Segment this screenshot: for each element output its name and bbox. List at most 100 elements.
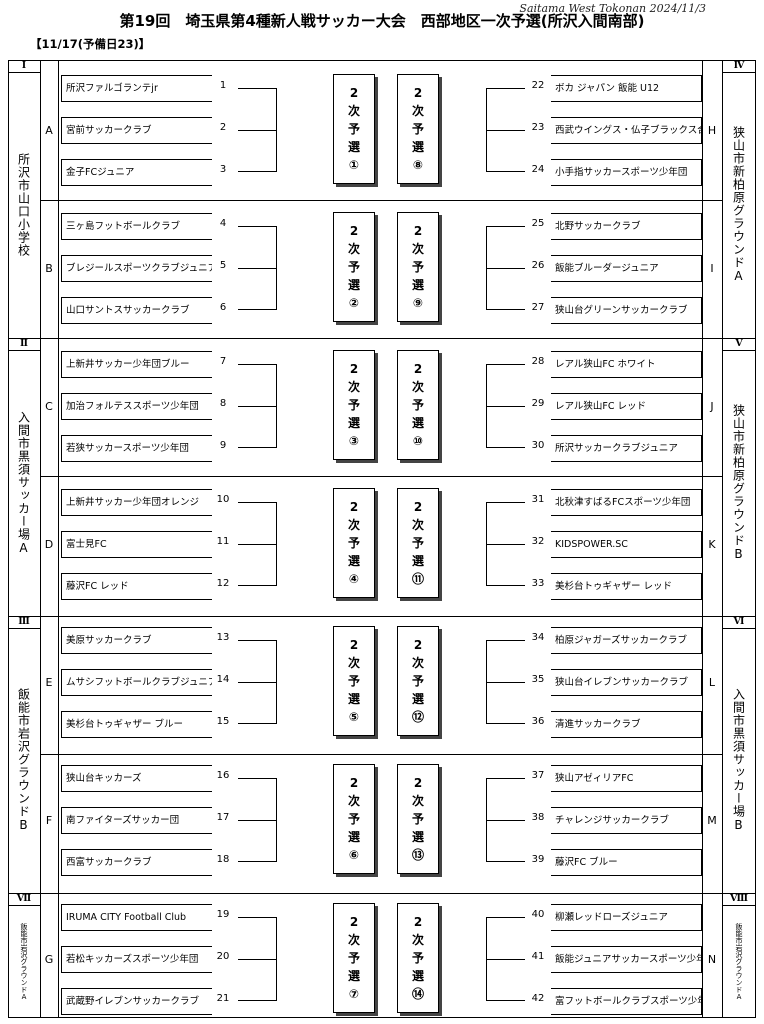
roman-underline <box>8 905 40 906</box>
bracket-stub-right <box>486 406 525 407</box>
team-name: 小手指サッカースポーツ少年団 <box>551 159 702 186</box>
team-name: IRUMA CITY Football Club <box>61 904 212 931</box>
bracket-stub-left <box>238 544 277 545</box>
block-divider-center <box>58 476 702 477</box>
roman-underline <box>722 350 756 351</box>
bracket-stub-right <box>486 130 525 131</box>
qualifier-char: 予 <box>347 536 360 550</box>
qualifier-char: 予 <box>411 951 424 965</box>
team-number: 3 <box>219 164 227 175</box>
qualifier-char: ⑬ <box>411 848 424 862</box>
roman-underline <box>722 72 756 73</box>
qualifier-char: 次 <box>411 933 424 947</box>
team-name: 狭山台イレブンサッカークラブ <box>551 669 702 696</box>
team-name: 美杉台トゥギャザー レッド <box>551 573 702 600</box>
team-number: 42 <box>531 993 545 1004</box>
qualifier-char: 2 <box>349 224 359 238</box>
venue-name: 飯能市岩沢グラウンドB <box>16 688 31 833</box>
venue-number: Ⅱ <box>19 338 28 349</box>
roman-underline <box>8 628 40 629</box>
group-label: B <box>45 262 53 275</box>
qualifier-char: 次 <box>347 933 360 947</box>
group-label: C <box>45 400 53 413</box>
team-name: 柏原ジャガーズサッカークラブ <box>551 627 702 654</box>
qualifier-char: 予 <box>411 260 424 274</box>
team-name: レアル狭山FC ホワイト <box>551 351 702 378</box>
team-name: 富士見FC <box>61 531 212 558</box>
bracket-stub-left <box>238 406 277 407</box>
team-number: 14 <box>216 674 230 685</box>
qualifier-char: 次 <box>411 242 424 256</box>
group-label: F <box>45 814 53 827</box>
venue-number: Ⅶ <box>16 893 32 904</box>
bracket-stub-right <box>486 268 525 269</box>
team-number: 39 <box>531 854 545 865</box>
bracket-stub-right <box>486 544 525 545</box>
qualifier-char: 次 <box>411 104 424 118</box>
qualifier-char: 2 <box>349 86 359 100</box>
qualifier-char: 選 <box>411 140 424 154</box>
qualifier-char: 次 <box>347 380 360 394</box>
qualifier-char: 2 <box>413 915 423 929</box>
qualifier-char: 2 <box>413 224 423 238</box>
team-name: 美杉台トゥギャザー ブルー <box>61 711 212 738</box>
team-number: 41 <box>531 951 545 962</box>
qualifier-char: 選 <box>411 416 424 430</box>
team-number: 5 <box>219 260 227 271</box>
qualifier-char: 選 <box>347 692 360 706</box>
bracket-stub-right <box>486 959 525 960</box>
venue-name: 狭山市新柏原グラウンドB <box>731 404 746 562</box>
qualifier-char: 2 <box>349 638 359 652</box>
qualifier-char: 選 <box>347 969 360 983</box>
venue-name: 飯能市岩沢グラウンドA <box>20 922 28 1001</box>
section-divider <box>8 616 756 617</box>
qualifier-char: 2 <box>349 500 359 514</box>
qualifier-char: 予 <box>347 812 360 826</box>
team-name: 宮前サッカークラブ <box>61 117 212 144</box>
qualifier-char: 予 <box>411 398 424 412</box>
qualifier-char: ⑧ <box>412 158 424 172</box>
team-name: 若松キッカーズスポーツ少年団 <box>61 946 212 973</box>
column-line <box>702 60 703 1018</box>
team-number: 2 <box>219 122 227 133</box>
venue-number: Ⅷ <box>729 893 749 904</box>
team-name: 藤沢FC ブルー <box>551 849 702 876</box>
qualifier-char: 2 <box>413 362 423 376</box>
qualifier-char: 次 <box>411 794 424 808</box>
qualifier-char: 予 <box>411 536 424 550</box>
team-name: 柳瀬レッドローズジュニア <box>551 904 702 931</box>
section-divider <box>8 338 756 339</box>
team-name: 清進サッカークラブ <box>551 711 702 738</box>
qualifier-char: 予 <box>411 812 424 826</box>
qualifier-char: 予 <box>411 674 424 688</box>
qualifier-char: 選 <box>347 554 360 568</box>
qualifier-char: 予 <box>411 122 424 136</box>
venue-number: Ⅲ <box>18 616 30 627</box>
group-label: G <box>44 953 54 966</box>
qualifier-char: 選 <box>411 278 424 292</box>
team-number: 27 <box>531 302 545 313</box>
team-number: 4 <box>219 218 227 229</box>
block-divider-left <box>40 476 58 477</box>
venue-number: Ⅴ <box>735 338 743 349</box>
qualifier-char: 2 <box>349 776 359 790</box>
team-name: 飯能ジュニアサッカースポーツ少年団 <box>551 946 702 973</box>
group-label: D <box>44 538 54 551</box>
team-number: 15 <box>216 716 230 727</box>
qualifier-char: 2 <box>349 915 359 929</box>
qualifier-char: ① <box>348 158 360 172</box>
team-number: 25 <box>531 218 545 229</box>
team-number: 21 <box>216 993 230 1004</box>
qualifier-char: ⑦ <box>348 987 360 1001</box>
group-label: E <box>45 676 53 689</box>
qualifier-char: 予 <box>347 122 360 136</box>
section-divider <box>8 893 756 894</box>
roman-underline <box>8 72 40 73</box>
team-number: 34 <box>531 632 545 643</box>
